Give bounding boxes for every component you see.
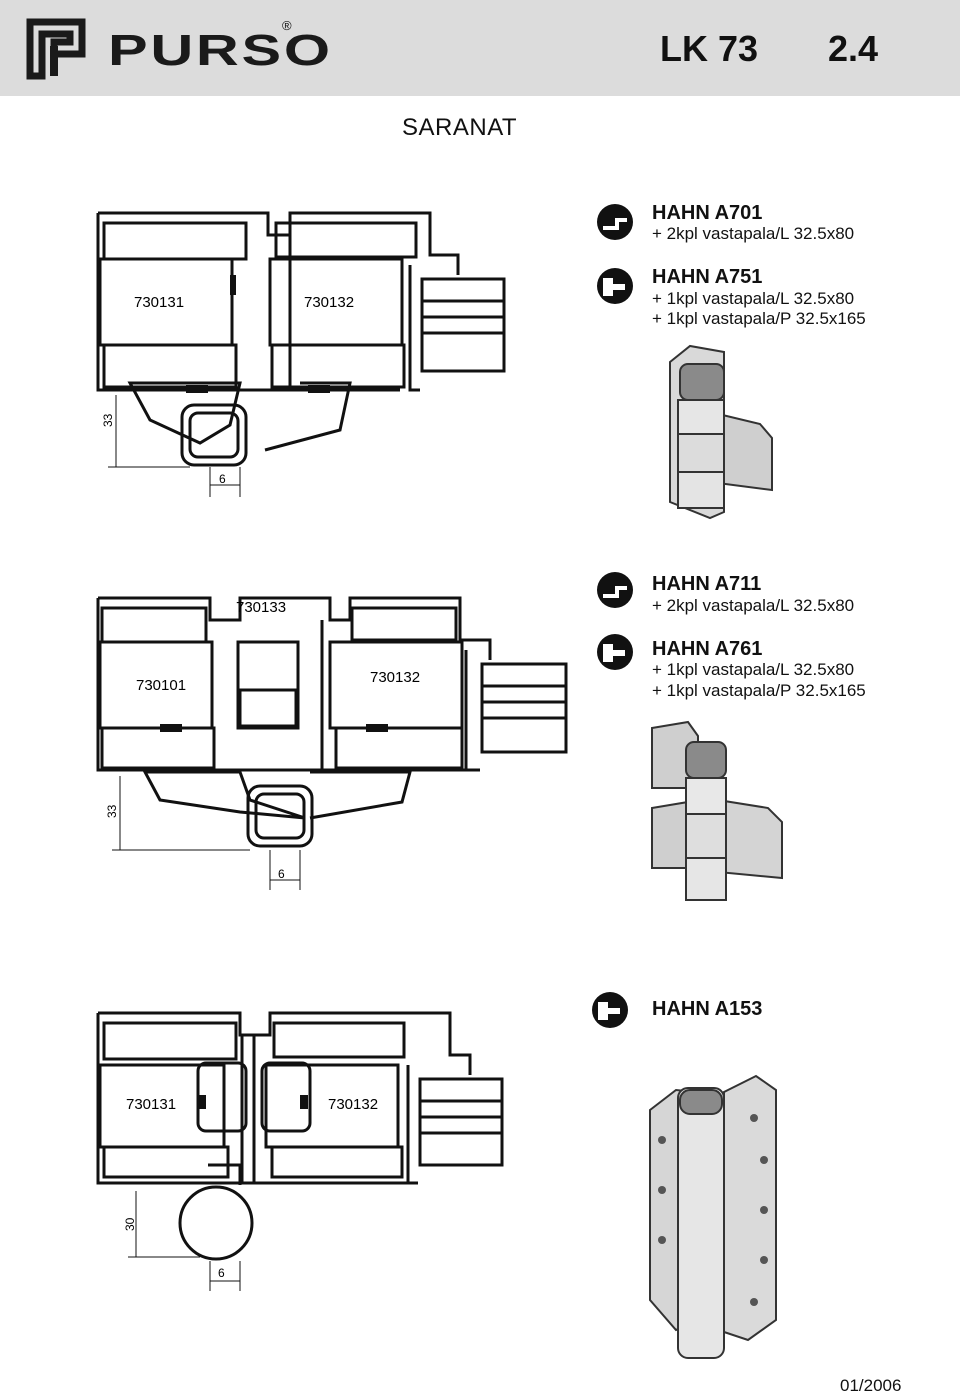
dimension-label: 33 <box>101 413 115 427</box>
hinge-product-image <box>651 720 783 901</box>
profile-code: 730101 <box>136 677 186 694</box>
footer-date: 01/2006 <box>840 1376 902 1395</box>
hinge-product-image <box>649 1074 777 1359</box>
registered-mark: ® <box>282 18 292 33</box>
dimension-label: 33 <box>105 804 119 818</box>
profile-section-drawing-3: 730131 730132 30 6 <box>96 1011 504 1291</box>
hinge-accessory: + 2kpl vastapala/L 32.5x80 <box>652 596 855 615</box>
purso-logo-icon <box>26 18 86 80</box>
hinge-accessory: + 2kpl vastapala/L 32.5x80 <box>652 224 855 243</box>
document-code: LK 73 <box>660 28 759 69</box>
profile-code: 730133 <box>236 599 286 616</box>
hinge-name: HAHN A711 <box>652 573 762 595</box>
profile-code: 730131 <box>126 1096 176 1113</box>
right-hand-icon <box>597 634 633 670</box>
dimension-label: 6 <box>278 867 285 881</box>
hinge-name: HAHN A153 <box>652 998 763 1020</box>
hinge-accessory: + 1kpl vastapala/L 32.5x80 <box>652 289 855 308</box>
page-header: PURSO ® LK 73 2.4 <box>0 0 960 96</box>
hinge-accessory: + 1kpl vastapala/L 32.5x80 <box>652 660 855 679</box>
brand-name: PURSO <box>108 26 333 75</box>
right-hand-icon <box>597 268 633 304</box>
left-hand-icon <box>597 204 633 240</box>
hinge-name: HAHN A751 <box>652 266 763 288</box>
profile-section-drawing-2: 730133 730101 730132 33 6 <box>96 596 568 890</box>
left-hand-icon <box>597 572 633 608</box>
hinge-accessory: + 1kpl vastapala/P 32.5x165 <box>652 309 866 328</box>
dimension-label: 6 <box>218 1266 225 1280</box>
section-title: SARANAT <box>402 114 518 141</box>
profile-code: 730132 <box>370 669 420 686</box>
page-number: 2.4 <box>828 28 879 69</box>
profile-code: 730132 <box>304 294 354 311</box>
dimension-label: 30 <box>123 1217 137 1231</box>
hinge-accessory: + 1kpl vastapala/P 32.5x165 <box>652 681 866 700</box>
profile-code: 730132 <box>328 1096 378 1113</box>
hinge-name: HAHN A701 <box>652 202 763 224</box>
right-hand-icon <box>592 992 628 1028</box>
dimension-label: 6 <box>219 472 226 486</box>
hinge-name: HAHN A761 <box>652 638 763 660</box>
profile-section-drawing-1: 730131 730132 33 6 <box>96 211 506 497</box>
hinge-product-image <box>669 344 773 520</box>
profile-code: 730131 <box>134 294 184 311</box>
